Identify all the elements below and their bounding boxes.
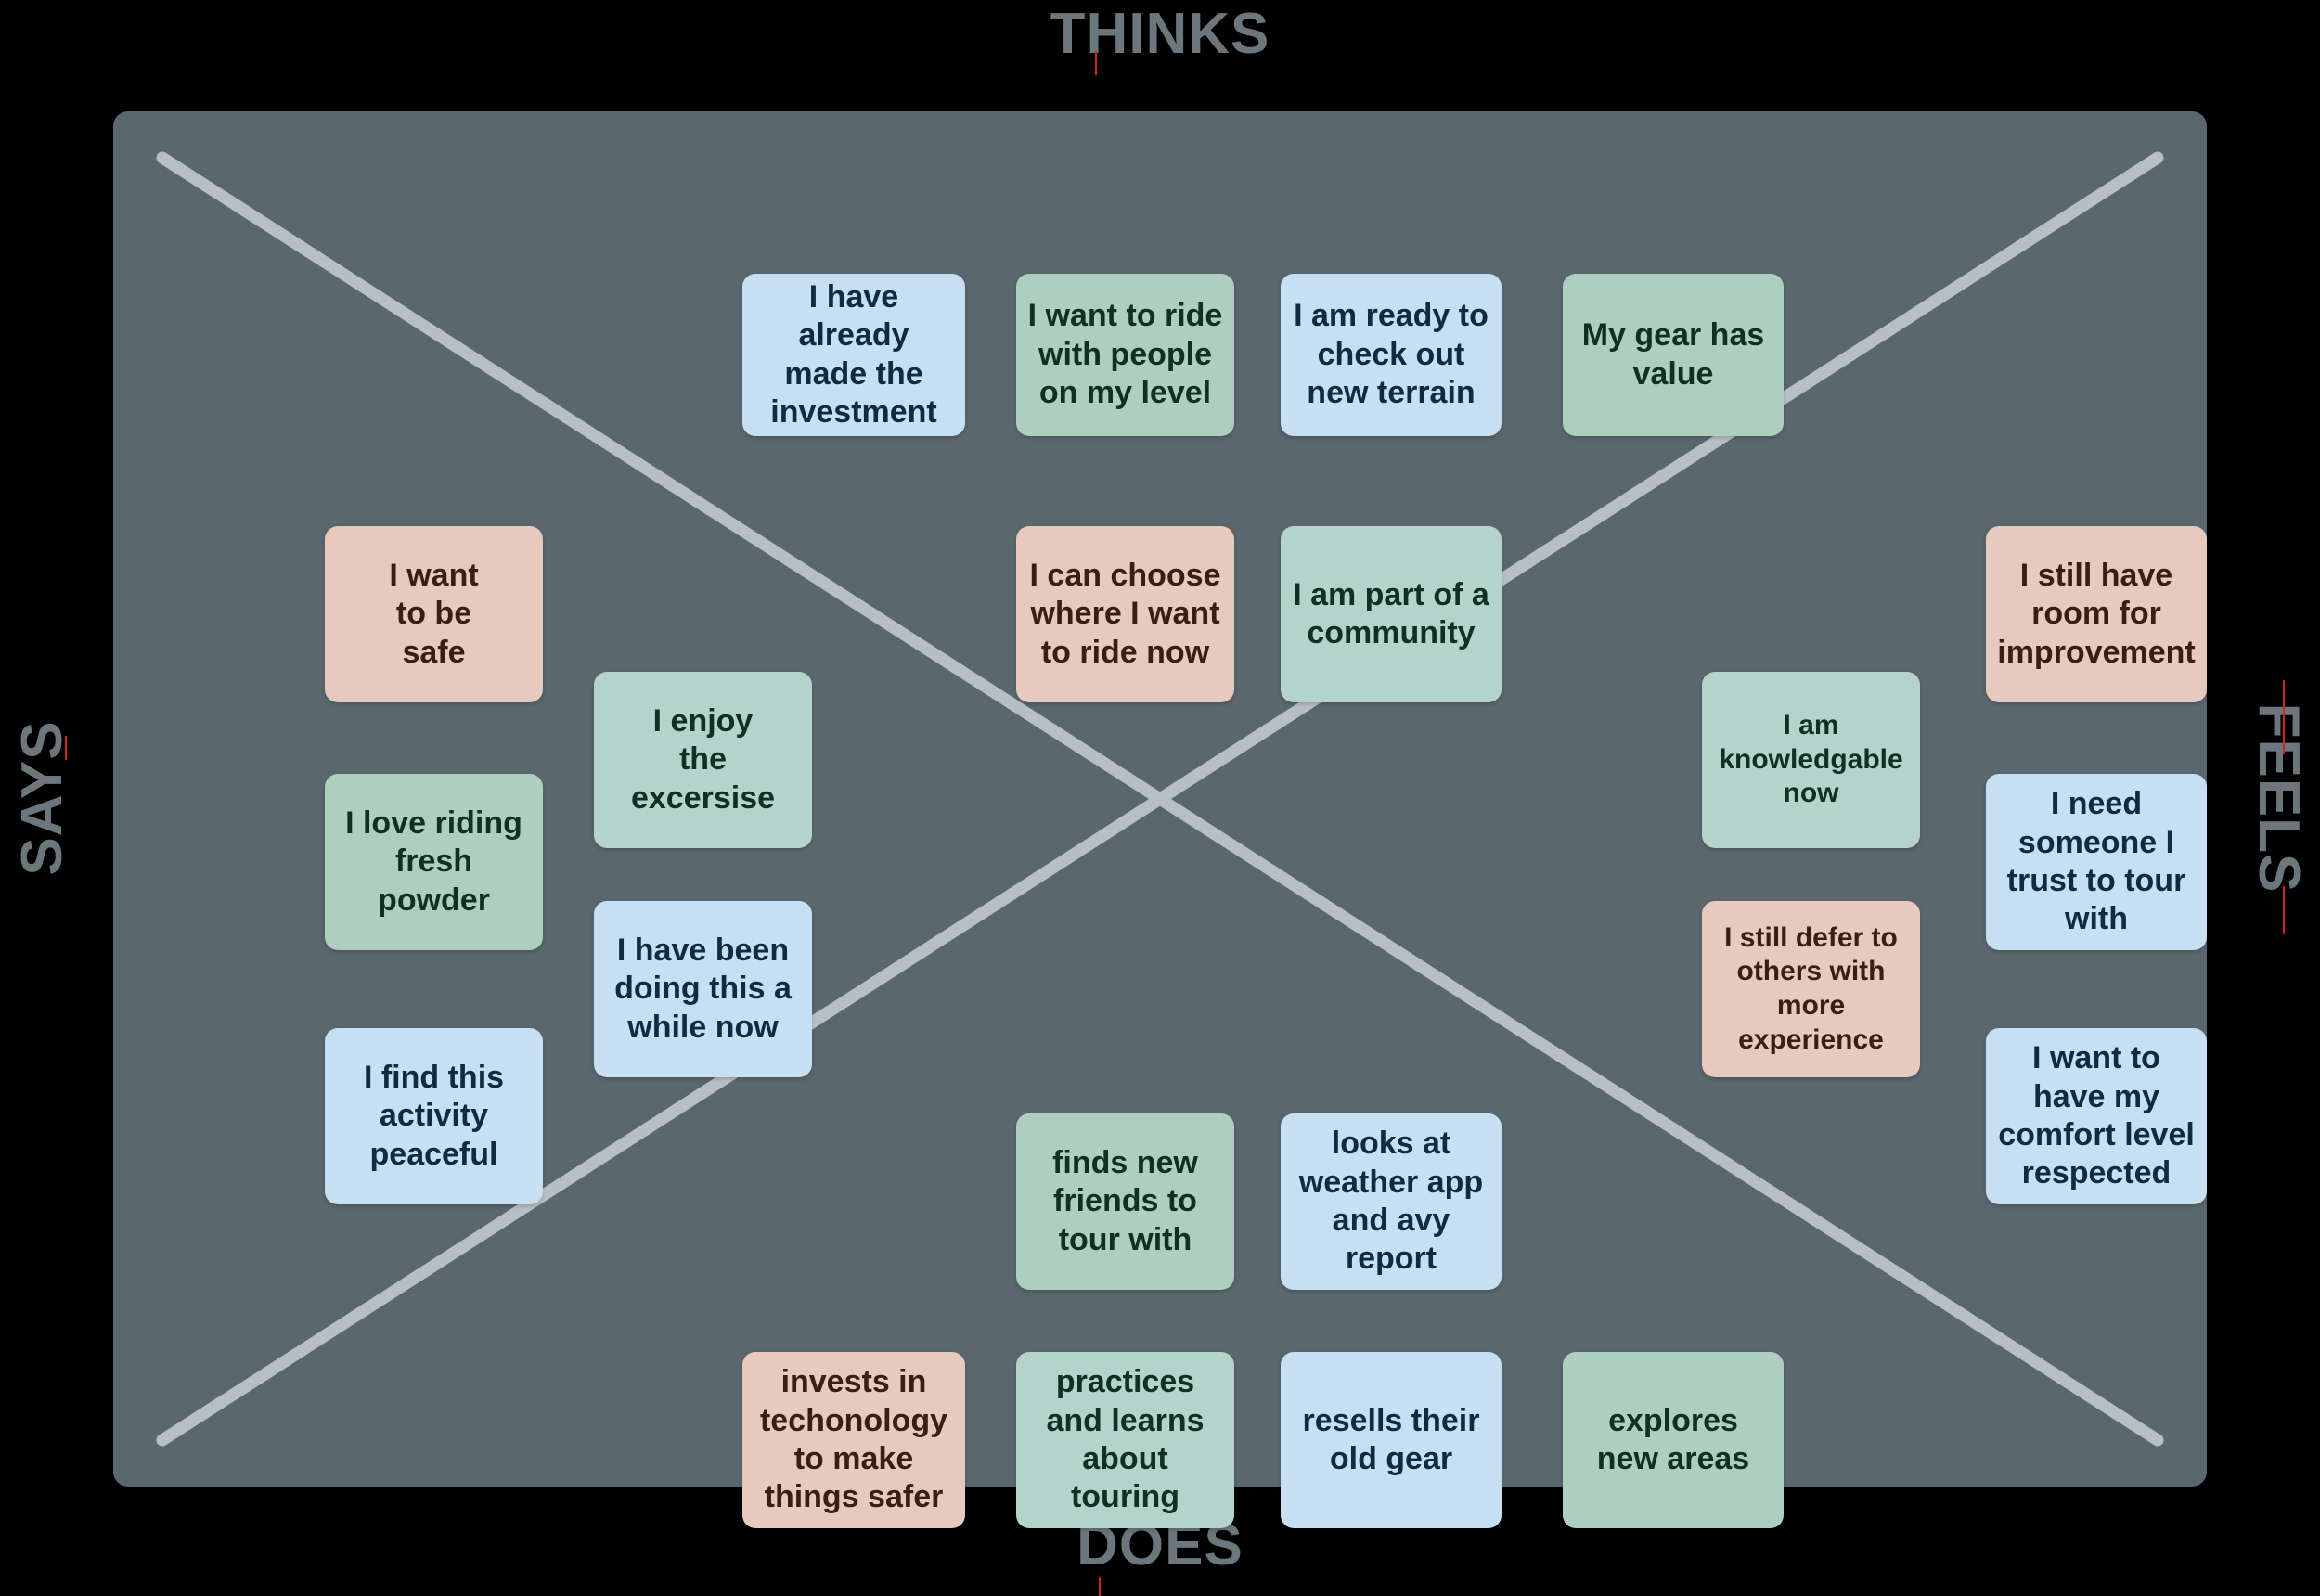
sticky-note[interactable]: practices and learns about touring	[1016, 1352, 1234, 1528]
sticky-note[interactable]: I still defer to others with more experi…	[1702, 901, 1920, 1077]
axis-label-thinks: THINKS	[1050, 2, 1270, 66]
sticky-note[interactable]: I am part of a community	[1281, 526, 1502, 702]
sticky-note[interactable]: I am ready to check out new terrain	[1281, 274, 1502, 436]
sticky-note[interactable]: resells their old gear	[1281, 1352, 1502, 1528]
sticky-note[interactable]: I enjoy the excersise	[594, 672, 812, 848]
sticky-note[interactable]: explores new areas	[1563, 1352, 1784, 1528]
registration-tick-top	[1095, 51, 1097, 75]
axis-label-says: SAYS	[10, 720, 74, 876]
registration-tick-right-lower	[2283, 886, 2285, 934]
sticky-note[interactable]: I want to have my comfort level respecte…	[1986, 1028, 2207, 1204]
registration-tick-right-upper	[2283, 680, 2285, 754]
sticky-note[interactable]: I have been doing this a while now	[594, 901, 812, 1077]
sticky-note[interactable]: looks at weather app and avy report	[1281, 1113, 1502, 1290]
sticky-note[interactable]: I still have room for improvement	[1986, 526, 2207, 702]
sticky-note[interactable]: I am knowledgable now	[1702, 672, 1920, 848]
empathy-map-board: I have already made the investment I want…	[113, 111, 2207, 1528]
sticky-note[interactable]: I want to be safe	[325, 526, 543, 702]
sticky-note[interactable]: I find this activity peaceful	[325, 1028, 543, 1204]
registration-tick-bottom	[1099, 1577, 1101, 1596]
sticky-note[interactable]: My gear has value	[1563, 274, 1784, 436]
sticky-note[interactable]: I can choose where I want to ride now	[1016, 526, 1234, 702]
sticky-note[interactable]: I have already made the investment	[742, 274, 965, 436]
sticky-note[interactable]: I love riding fresh powder	[325, 774, 543, 950]
sticky-note[interactable]: I want to ride with people on my level	[1016, 274, 1234, 436]
registration-tick-left	[65, 736, 67, 760]
sticky-note[interactable]: invests in techonology to make things sa…	[742, 1352, 965, 1528]
sticky-note[interactable]: I need someone I trust to tour with	[1986, 774, 2207, 950]
axis-label-feels: FEELS	[2247, 702, 2311, 894]
sticky-note[interactable]: finds new friends to tour with	[1016, 1113, 1234, 1290]
